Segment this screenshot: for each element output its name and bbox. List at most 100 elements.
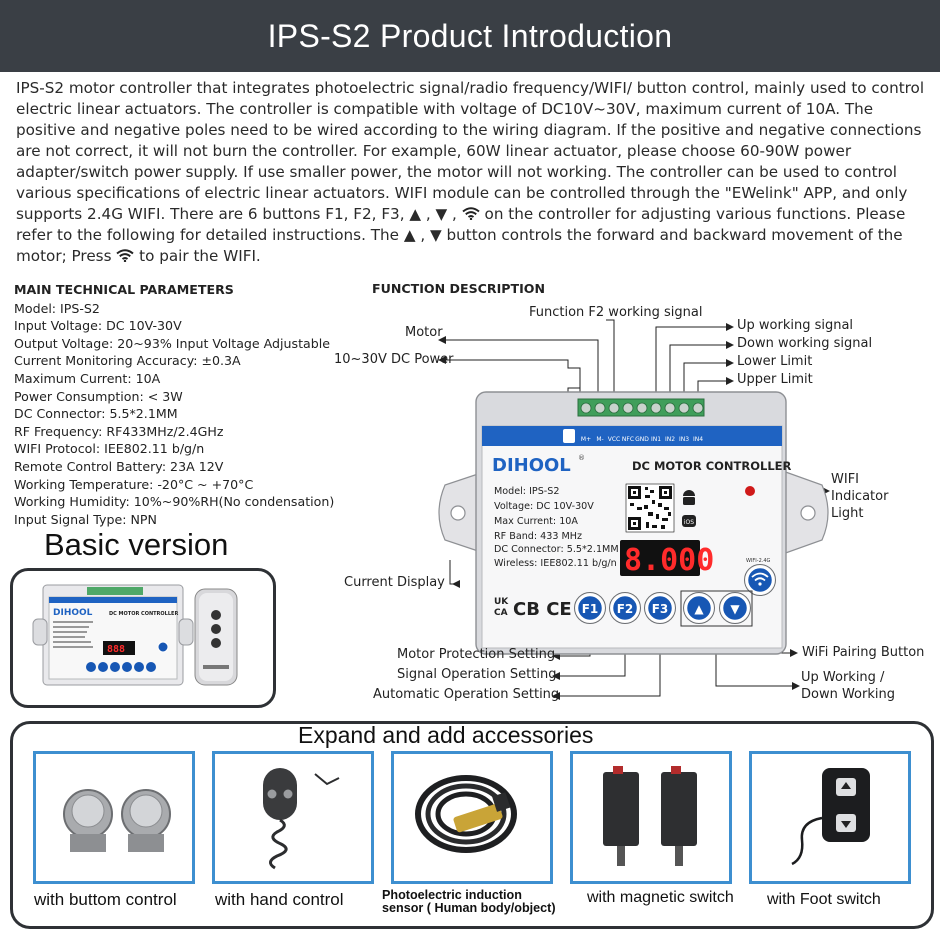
intro-text-4: to pair the WIFI. bbox=[134, 247, 261, 265]
ukca-mark-bottom: CA bbox=[494, 608, 508, 618]
param-item: WIFI Protocol: IEE802.11 b/g/n bbox=[14, 441, 205, 457]
label-motor-protection: Motor Protection Setting bbox=[397, 647, 556, 662]
technical-parameters: MAIN TECHNICAL PARAMETERS Model: IPS-S2 … bbox=[14, 281, 344, 528]
function-diagram: M+ M- VCC NFC GND IN1 IN2 IN3 IN4 DIHOOL… bbox=[438, 319, 830, 700]
label-wifi-pairing: WiFi Pairing Button bbox=[802, 645, 925, 660]
terminal-label: IN4 bbox=[693, 436, 703, 443]
label-motor: Motor bbox=[405, 325, 443, 340]
f2-button[interactable]: F2 bbox=[609, 592, 641, 624]
accessories-title: Expand and add accessories bbox=[298, 722, 594, 748]
label-wifi-indicator: WIFI Indicator Light bbox=[831, 472, 889, 521]
current-display bbox=[620, 540, 700, 576]
label-lower-limit: Lower Limit bbox=[737, 354, 813, 369]
device-spec: Wireless: IEE802.11 b/g/n bbox=[494, 558, 617, 569]
registered-mark: ® bbox=[578, 454, 585, 462]
ios-badge bbox=[682, 515, 696, 527]
brand-logo: DIHOOL bbox=[492, 455, 571, 476]
mount-hole-left bbox=[450, 505, 466, 521]
param-item: Input Voltage: DC 10V-30V bbox=[14, 318, 182, 334]
hand-control-image bbox=[263, 768, 340, 870]
caption-hand-control: with hand control bbox=[215, 890, 344, 909]
device-spec: Model: IPS-S2 bbox=[494, 486, 559, 497]
label-dc-power: 10~30V DC Power bbox=[334, 352, 454, 367]
basic-version-title: Basic version bbox=[44, 527, 229, 562]
intro-text-3: button controls the forward and backward… bbox=[16, 226, 903, 265]
up-triangle-icon: ▲ bbox=[694, 602, 704, 616]
device-spec: Voltage: DC 10V-30V bbox=[494, 501, 594, 512]
label-up-down: Up Working / Down Working bbox=[801, 670, 895, 702]
up-down-group bbox=[680, 590, 753, 627]
down-button[interactable]: ▼ bbox=[719, 592, 751, 624]
mini-display: 888 bbox=[107, 644, 125, 655]
param-item: Current Monitoring Accuracy: ±0.3A bbox=[14, 353, 241, 369]
terminal-label: IN3 bbox=[679, 436, 689, 443]
ios-label: iOS bbox=[684, 519, 694, 526]
accessory-magnetic-switch bbox=[570, 751, 732, 884]
cert-marks: CB CE bbox=[513, 599, 572, 620]
param-item: Output Voltage: 20~93% Input Voltage Adj… bbox=[14, 335, 330, 351]
terminal-label: NFC bbox=[622, 436, 634, 443]
magnetic-switch-image bbox=[603, 766, 697, 866]
up-button[interactable]: ▲ bbox=[683, 592, 715, 624]
mini-title: DC MOTOR CONTROLLER bbox=[109, 611, 178, 617]
param-item: Maximum Current: 10A bbox=[14, 370, 161, 386]
caption-magnetic-switch: with magnetic switch bbox=[587, 889, 734, 906]
accessory-foot-switch bbox=[749, 751, 911, 884]
param-item: Input Signal Type: NPN bbox=[14, 511, 157, 527]
ukca-mark-top: UK bbox=[494, 597, 509, 607]
terminal-label-strip bbox=[482, 426, 782, 446]
f1-button-label: F1 bbox=[582, 602, 599, 616]
f3-button[interactable]: F3 bbox=[644, 592, 676, 624]
parameters-title: MAIN TECHNICAL PARAMETERS bbox=[14, 282, 234, 297]
terminal-label: GND bbox=[635, 436, 649, 443]
device-spec: DC Connector: 5.5*2.1MM bbox=[494, 544, 619, 555]
terminal-label: M+ bbox=[581, 436, 591, 443]
qr-code bbox=[625, 483, 675, 533]
push-button-image bbox=[63, 789, 171, 852]
param-item: Remote Control Battery: 23A 12V bbox=[14, 458, 224, 474]
label-down-signal: Down working signal bbox=[737, 336, 873, 351]
param-item: RF Frequency: RF433MHz/2.4GHz bbox=[14, 423, 224, 439]
param-item: DC Connector: 5.5*2.1MM bbox=[14, 406, 178, 422]
param-item: Power Consumption: < 3W bbox=[14, 388, 183, 404]
wifi-pairing-button[interactable] bbox=[744, 564, 776, 596]
terminal-label: VCC bbox=[608, 436, 620, 443]
caption-button-control: with buttom control bbox=[34, 890, 177, 909]
down-triangle-icon: ▼ bbox=[730, 602, 740, 616]
f3-button-label: F3 bbox=[652, 602, 669, 616]
intro-text-2: on the controller for adjusting various … bbox=[16, 205, 906, 244]
accessories-box bbox=[10, 721, 934, 929]
up-triangle-icon: ▲ bbox=[403, 226, 416, 244]
intro-separator: , bbox=[447, 205, 462, 223]
device-title: DC MOTOR CONTROLLER bbox=[632, 459, 792, 473]
label-automatic-operation: Automatic Operation Setting bbox=[373, 687, 560, 702]
label-current-display: Current Display bbox=[344, 575, 445, 590]
caption-foot-switch: with Foot switch bbox=[767, 891, 881, 908]
accessory-button-control bbox=[33, 751, 195, 884]
intro-paragraph: IPS-S2 motor controller that integrates … bbox=[16, 78, 926, 267]
android-icon bbox=[683, 490, 695, 505]
intro-text-1: IPS-S2 motor controller that integrates … bbox=[16, 79, 925, 223]
function-description-title: FUNCTION DESCRIPTION bbox=[372, 281, 546, 296]
page-title: IPS-S2 Product Introduction bbox=[267, 17, 673, 54]
label-up-signal: Up working signal bbox=[737, 318, 854, 333]
label-upper-limit: Upper Limit bbox=[737, 372, 813, 387]
wifi-band-label: WIFI-2.4G bbox=[746, 558, 771, 564]
wifi-icon bbox=[462, 207, 480, 221]
param-item: Working Humidity: 10%~90%RH(No condensat… bbox=[14, 494, 335, 510]
accessory-photoelectric-sensor bbox=[391, 751, 553, 884]
dc-jack-icon bbox=[563, 429, 575, 443]
f1-button[interactable]: F1 bbox=[574, 592, 606, 624]
foot-switch-image bbox=[791, 768, 870, 866]
up-triangle-icon: ▲ bbox=[409, 205, 422, 223]
label-f2-signal: Function F2 working signal bbox=[529, 305, 703, 320]
down-triangle-icon: ▼ bbox=[435, 205, 448, 223]
current-display-value: 8.000 bbox=[624, 543, 714, 578]
terminal-label: IN1 bbox=[651, 436, 661, 443]
f2-button-label: F2 bbox=[617, 602, 634, 616]
basic-version-box: DIHOOL DC MOTOR CONTROLLER 888 bbox=[10, 568, 276, 708]
header-bar: IPS-S2 Product Introduction bbox=[0, 0, 940, 72]
mini-brand: DIHOOL bbox=[53, 608, 93, 618]
down-triangle-icon: ▼ bbox=[430, 226, 442, 244]
terminal-label: IN2 bbox=[665, 436, 675, 443]
